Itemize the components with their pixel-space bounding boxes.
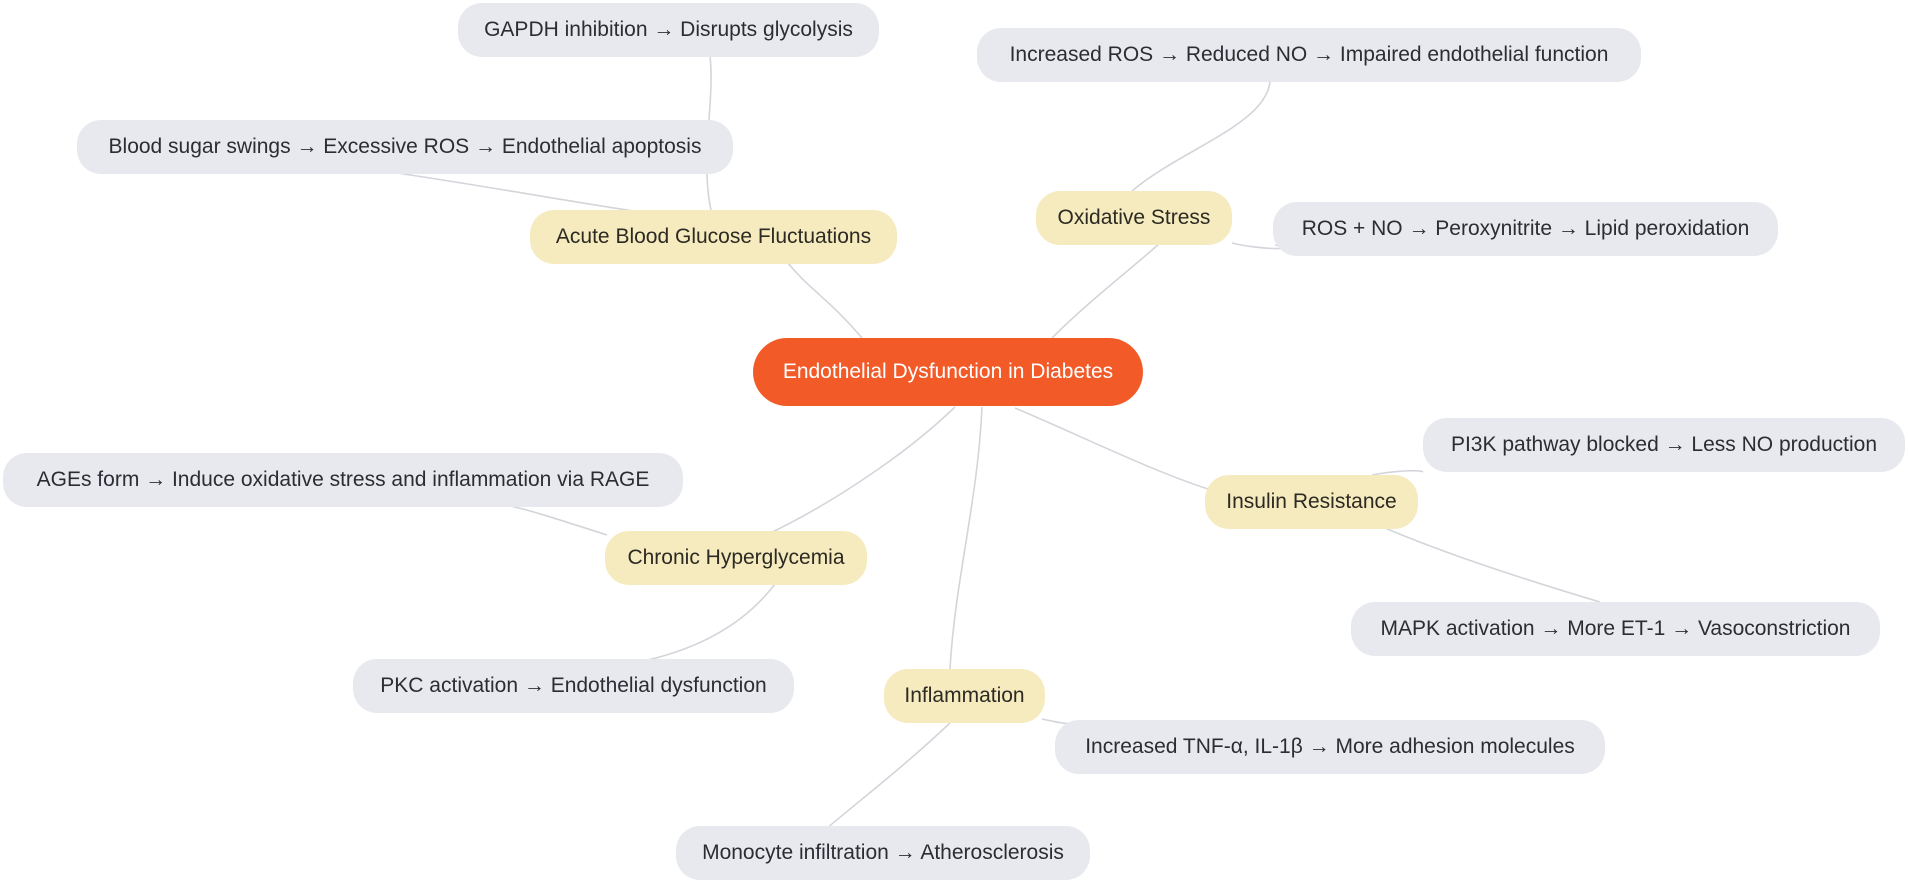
link-inflammation-monocyte [825,722,951,830]
branch-oxidative-stress: Oxidative Stress [1036,191,1232,245]
leaf-monocyte-infiltration: Monocyte infiltration → Atherosclerosis [676,826,1090,880]
leaf-increased-ros: Increased ROS → Reduced NO → Impaired en… [977,28,1641,82]
leaf-pkc-activation: PKC activation → Endothelial dysfunction [353,659,794,713]
branch-acute-blood-glucose-fluctuations: Acute Blood Glucose Fluctuations [530,210,897,264]
link-root-chronic [763,406,956,537]
link-oxidative-increased [1131,81,1271,192]
leaf-ros-no-peroxynitrite: ROS + NO → Peroxynitrite → Lipid peroxid… [1273,202,1778,256]
leaf-increased-tnf: Increased TNF-α, IL-1β → More adhesion m… [1055,720,1605,774]
branch-insulin-resistance: Insulin Resistance [1205,475,1418,529]
leaf-gapdh-inhibition: GAPDH inhibition → Disrupts glycolysis [458,3,879,57]
branch-chronic-hyperglycemia: Chronic Hyperglycemia [605,531,867,585]
link-insulin-mapk [1384,527,1601,603]
link-chronic-ages [509,505,608,536]
link-root-oxidative [1051,242,1161,339]
leaf-pi3k-pathway: PI3K pathway blocked → Less NO productio… [1423,418,1905,472]
branch-inflammation: Inflammation [884,669,1045,723]
link-acute-bloodsugar [389,171,641,213]
root-node: Endothelial Dysfunction in Diabetes [753,338,1143,406]
leaf-mapk-activation: MAPK activation → More ET-1 → Vasoconstr… [1351,602,1880,656]
link-insulin-pi3k [1371,469,1424,476]
link-root-inflammation [949,406,983,670]
link-root-acute [786,261,863,339]
link-chronic-pkc [647,583,776,661]
link-root-insulin [1014,407,1209,490]
leaf-blood-sugar-swings: Blood sugar swings → Excessive ROS → End… [77,120,733,174]
leaf-ages-form: AGEs form → Induce oxidative stress and … [3,453,683,507]
